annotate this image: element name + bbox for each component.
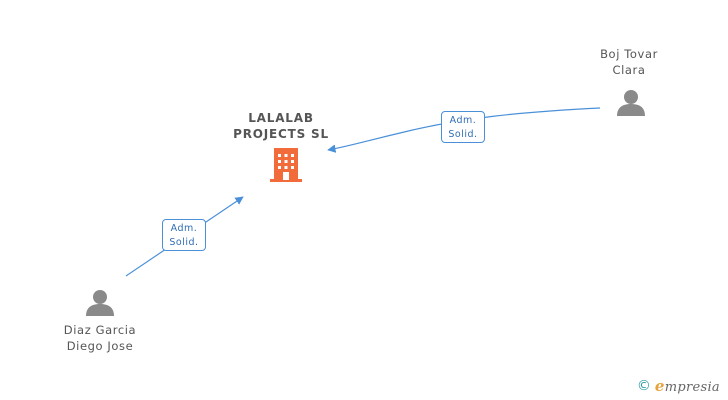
person-name-line2: Clara: [612, 63, 646, 77]
person-name-boj-tovar[interactable]: Boj Tovar Clara: [586, 46, 672, 78]
brand-logo: empresia: [655, 377, 720, 395]
relation-label-line2: Solid.: [169, 237, 199, 248]
relation-label: Adm. Solid.: [162, 219, 206, 251]
person-icon[interactable]: [86, 290, 114, 316]
relation-label-line2: Solid.: [448, 129, 478, 140]
person-name-line1: Boj Tovar: [600, 47, 658, 61]
relation-label-line1: Adm.: [170, 223, 198, 234]
company-name-line1: LALALAB: [248, 111, 314, 125]
company-name[interactable]: LALALAB PROJECTS SL: [222, 110, 340, 142]
person-name-line1: Diaz Garcia: [63, 323, 137, 337]
brand-rest: mpresia: [664, 380, 720, 395]
copyright-icon: ©: [636, 378, 651, 394]
person-icon[interactable]: [617, 90, 645, 116]
empresia-watermark[interactable]: © empresia: [637, 376, 720, 396]
company-name-line2: PROJECTS SL: [233, 127, 329, 141]
edge-boj-tovar-to-company: [327, 107, 601, 153]
brand-initial: e: [654, 377, 665, 395]
person-name-diaz-garcia[interactable]: Diaz Garcia Diego Jose: [52, 322, 148, 354]
relation-label: Adm. Solid.: [441, 111, 485, 143]
relation-label-line1: Adm.: [449, 115, 477, 126]
building-icon[interactable]: [270, 148, 302, 182]
person-name-line2: Diego Jose: [66, 339, 134, 353]
